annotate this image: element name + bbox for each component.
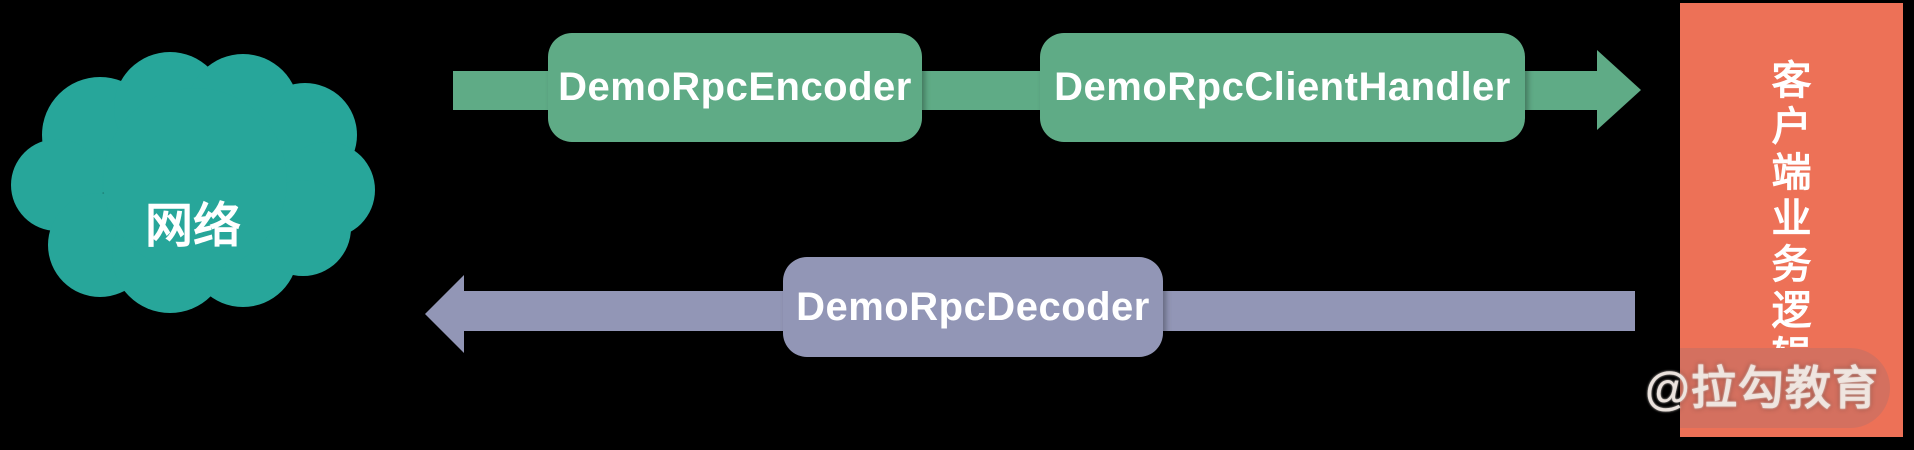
watermark-pill (1680, 348, 1890, 428)
encoder-box-label: DemoRpcEncoder (558, 65, 912, 109)
encoder-box: DemoRpcEncoder (548, 33, 922, 142)
network-cloud: 网络 (5, 45, 377, 323)
cloud-shape-icon (11, 52, 375, 313)
watermark: @拉勾教育 (1645, 362, 1879, 414)
network-cloud-label: 网络 (144, 200, 241, 253)
client-handler-box: DemoRpcClientHandler (1040, 33, 1525, 142)
decoder-box-label: DemoRpcDecoder (796, 284, 1150, 329)
request-arrow-head-icon (1597, 50, 1641, 130)
client-handler-box-label: DemoRpcClientHandler (1054, 65, 1511, 109)
decoder-box: DemoRpcDecoder (783, 257, 1163, 357)
client-logic-bar-label: 客户端业务逻辑 (1771, 59, 1812, 379)
response-arrow-head-icon (425, 275, 464, 353)
